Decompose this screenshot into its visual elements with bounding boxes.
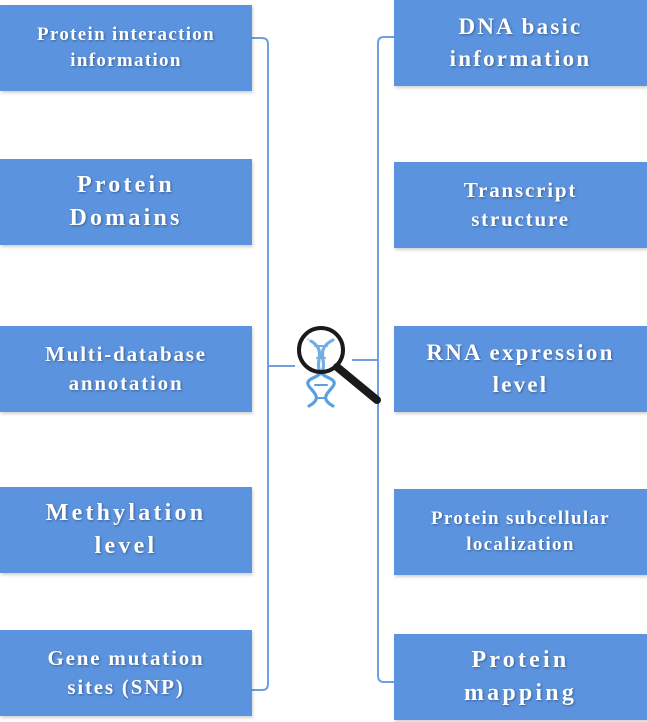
dna-helix-icon: [306, 338, 336, 408]
box-label: Transcript structure: [463, 178, 578, 231]
box-label: DNA basic information: [449, 14, 592, 71]
box-protein-domains: Protein Domains: [0, 159, 252, 245]
dna-search-icon: [297, 326, 381, 408]
box-label: Gene mutation sites (SNP): [47, 646, 205, 699]
box-protein-mapping: Protein mapping: [394, 634, 647, 720]
box-label: Protein Domains: [69, 171, 183, 231]
box-label: Protein mapping: [463, 646, 578, 706]
box-dna-basic-information: DNA basic information: [394, 0, 647, 86]
box-label: RNA expression level: [426, 340, 615, 397]
box-gene-mutation-sites: Gene mutation sites (SNP): [0, 630, 252, 716]
box-label: Protein subcellular localization: [431, 507, 610, 555]
box-multi-database-annotation: Multi-database annotation: [0, 326, 252, 412]
box-transcript-structure: Transcript structure: [394, 162, 647, 248]
box-protein-subcellular-localization: Protein subcellular localization: [394, 489, 647, 575]
box-rna-expression-level: RNA expression level: [394, 326, 647, 412]
magnifier-icon: [297, 326, 381, 404]
box-label: Multi-database annotation: [45, 342, 207, 395]
box-label: Protein interaction information: [37, 23, 215, 71]
box-methylation-level: Methylation level: [0, 487, 252, 573]
box-protein-interaction: Protein interaction information: [0, 5, 252, 91]
box-label: Methylation level: [45, 499, 207, 559]
left-bracket: [252, 37, 269, 691]
